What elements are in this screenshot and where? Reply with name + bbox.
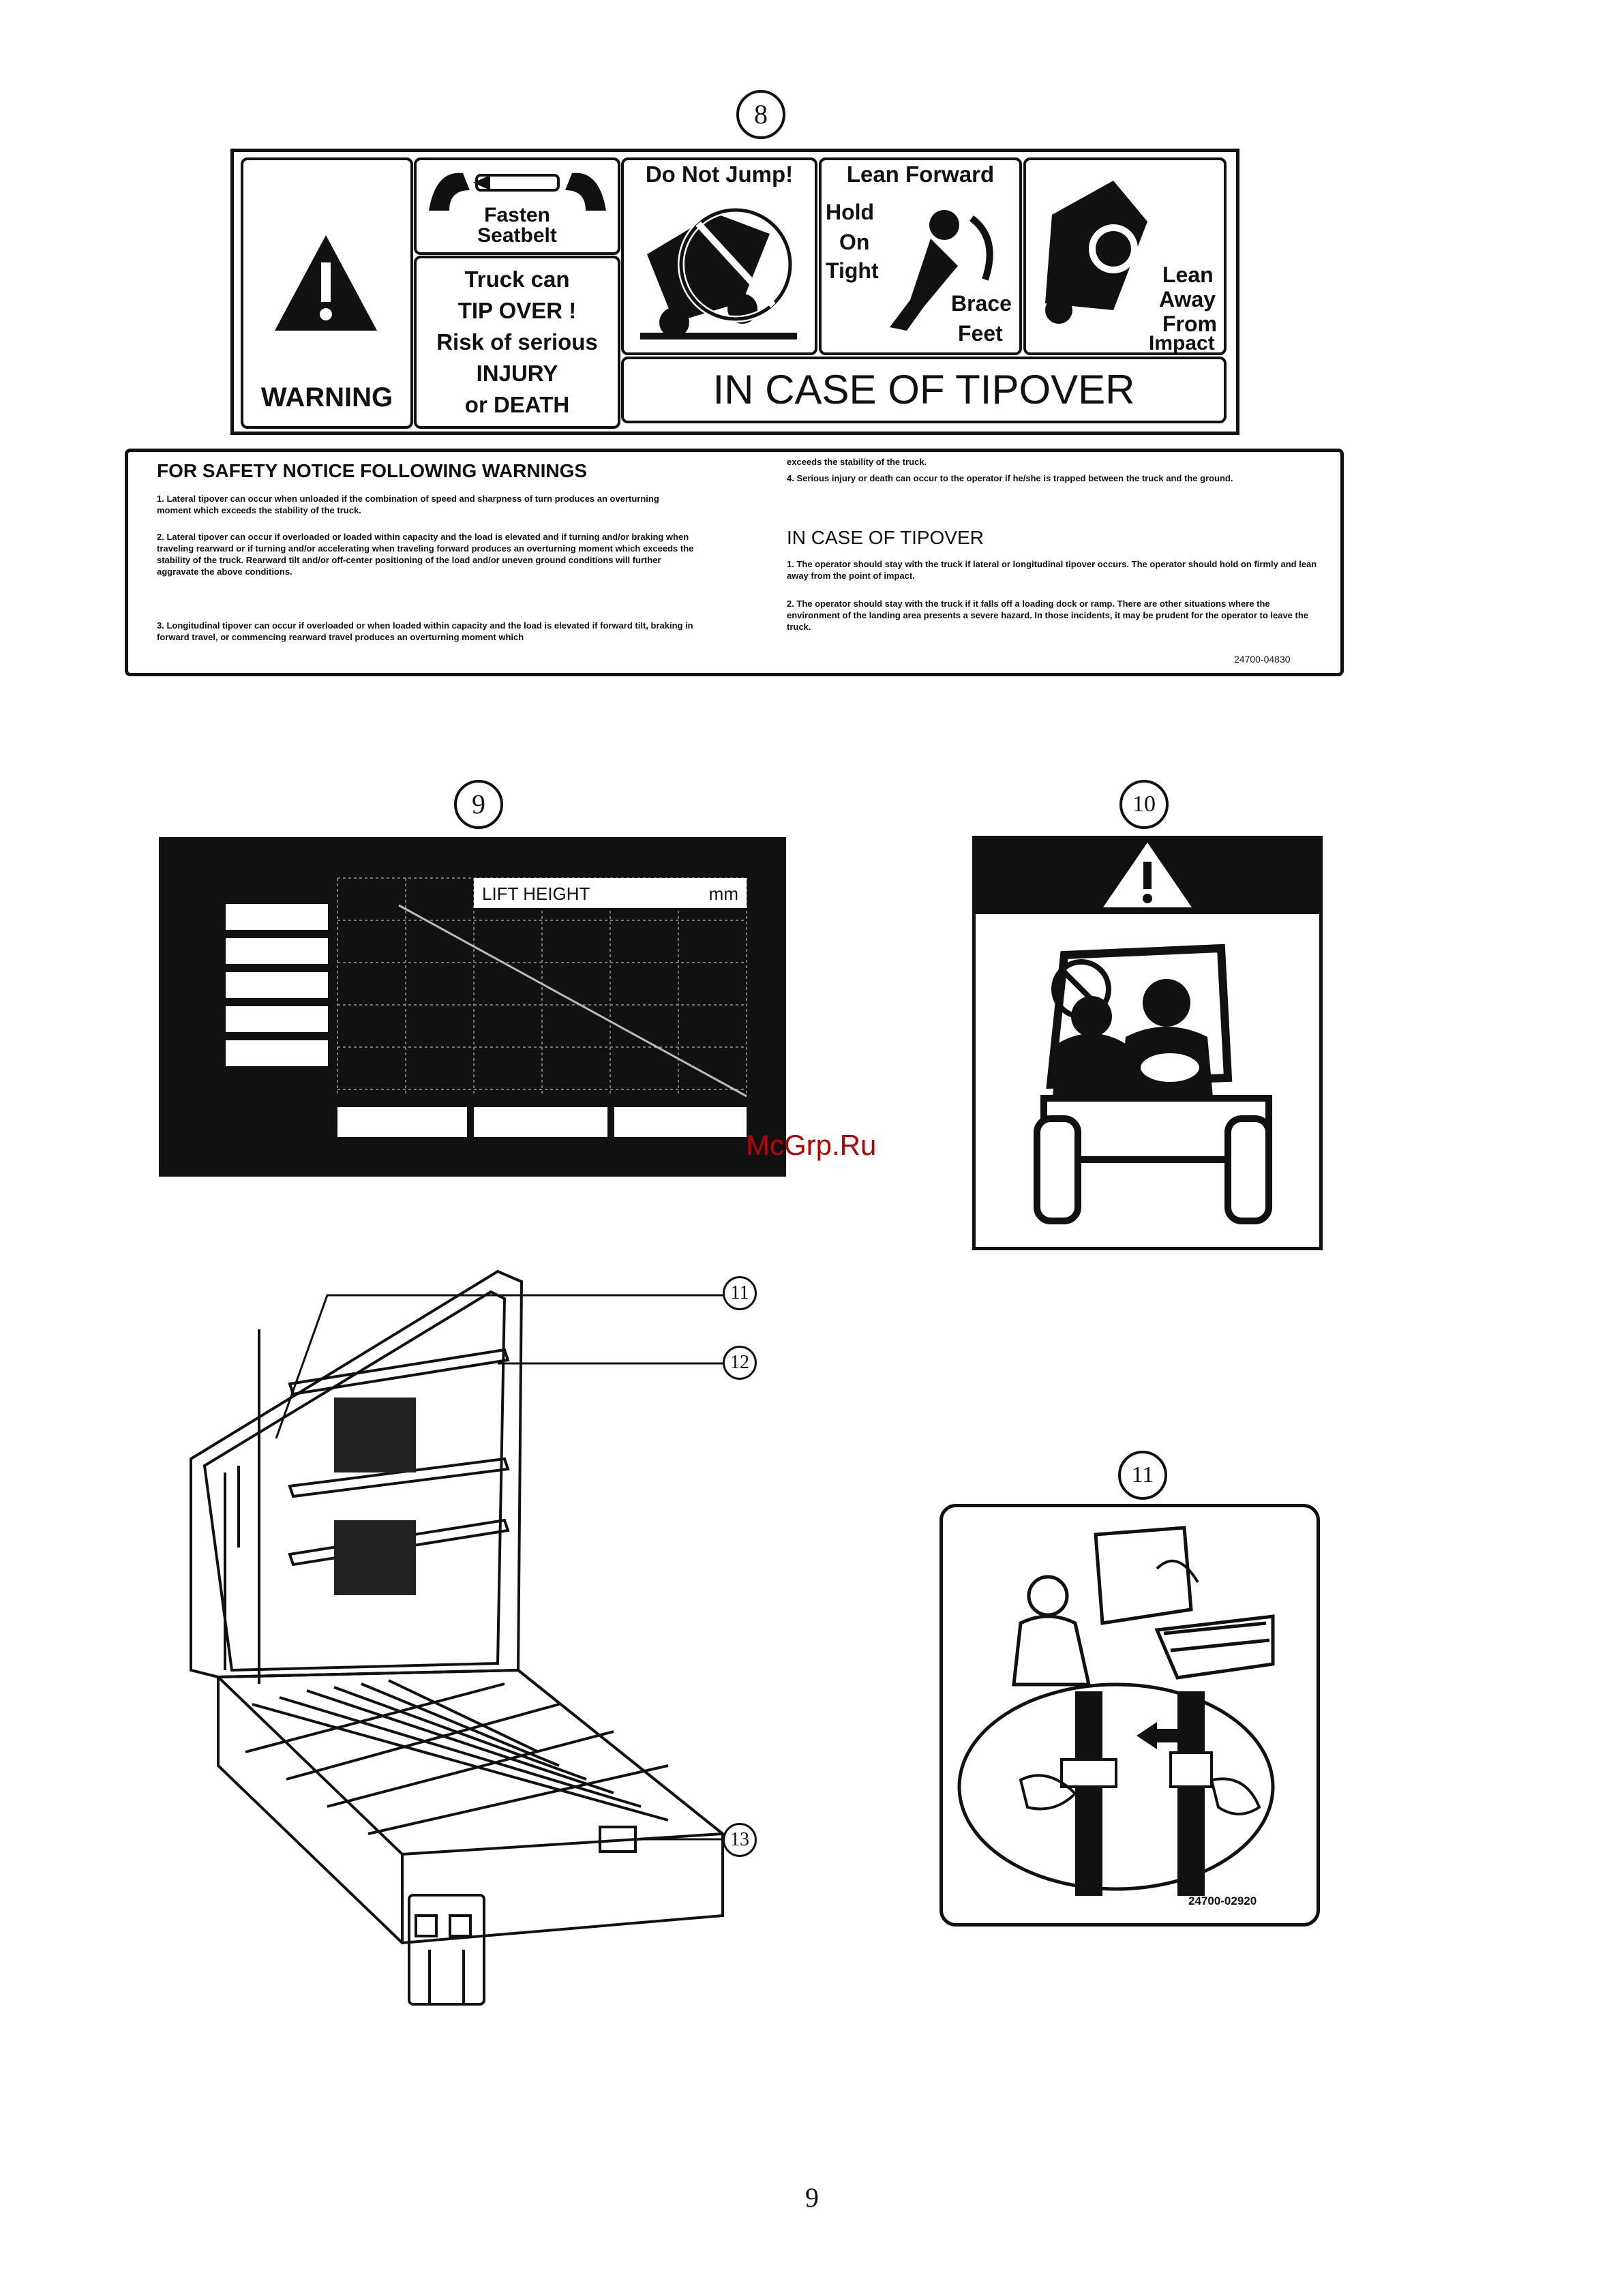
tip-over-box: Truck can TIP OVER ! Risk of serious INJ… (414, 256, 620, 429)
label-8-panel: WARNING Fasten Seatbelt Truck can TIP OV… (230, 149, 1239, 435)
safety-item-4: 4. Serious injury or death can occur to … (787, 473, 1233, 483)
load-box-5 (226, 1040, 328, 1066)
safety-item-3: 3. Longitudinal tipover can occur if ove… (157, 620, 693, 642)
safety-item-2: 2. Lateral tipover can occur if overload… (157, 532, 694, 577)
tight-text: Tight (826, 258, 879, 283)
operator-stay-in-truck-icon (1034, 943, 1272, 1224)
tip-line-1: Truck can (464, 267, 570, 292)
bottom-box-1 (337, 1107, 467, 1137)
from-text: From (1162, 312, 1217, 336)
battery-connector-instruction-icon (957, 1526, 1275, 1896)
tip-line-5: or DEATH (464, 392, 570, 417)
load-box-3 (226, 972, 328, 998)
on-text: On (839, 230, 870, 254)
label-11-panel: 24700-02920 (939, 1504, 1320, 1927)
safety-item-1: 1. Lateral tipover can occur when unload… (157, 494, 659, 515)
label-11-part-number: 24700-02920 (1188, 1894, 1257, 1907)
warning-title: WARNING (260, 382, 393, 412)
impact-text: Impact (1149, 332, 1215, 354)
battery-compartment-drawing (190, 1269, 727, 2006)
feet-text: Feet (958, 321, 1003, 346)
fasten-seatbelt-box: Fasten Seatbelt (414, 157, 620, 255)
lean-forward-box: Lean Forward Hold On Tight Brace Feet (819, 157, 1022, 355)
lift-height-header: LIFT HEIGHT mm (474, 878, 747, 908)
label-number-8: 8 (736, 90, 785, 139)
bottom-box-3 (614, 1107, 747, 1137)
lean-away-icon (1045, 181, 1147, 324)
label-10-panel (972, 836, 1323, 1250)
page-number: 9 (805, 2182, 819, 2213)
label-9-load-chart: LIFT HEIGHT mm (159, 837, 786, 1177)
load-box-2 (226, 938, 328, 964)
label-10-header (976, 839, 1319, 914)
bottom-box-2 (474, 1107, 607, 1137)
load-chart-grid (337, 877, 747, 1098)
safety-notice-heading: FOR SAFETY NOTICE FOLLOWING WARNINGS (157, 460, 588, 481)
label-number-9: 9 (454, 780, 503, 829)
callout-13: 13 (723, 1823, 757, 1857)
seatbelt-icon (429, 172, 606, 211)
safety-notice-panel: FOR SAFETY NOTICE FOLLOWING WARNINGS 1. … (125, 449, 1344, 676)
hold-text: Hold (826, 200, 875, 224)
lean-away-box: Lean Away From Impact (1023, 157, 1227, 355)
load-box-1 (226, 904, 328, 930)
brace-figure-icon (890, 210, 993, 331)
watermark: McGrp.Ru (746, 1129, 877, 1161)
label-number-11: 11 (1118, 1451, 1167, 1500)
callout-12: 12 (723, 1346, 757, 1380)
callout-11: 11 (723, 1276, 757, 1310)
fasten-text: Fasten (484, 204, 550, 226)
away-text: Away (1159, 287, 1216, 312)
safety-part-number: 24700-04830 (1234, 654, 1291, 665)
lean-forward-text: Lean Forward (846, 162, 995, 187)
in-case-text: IN CASE OF TIPOVER (712, 367, 1135, 412)
brace-text: Brace (951, 291, 1012, 316)
lift-height-label: LIFT HEIGHT (482, 883, 590, 904)
warning-triangle-icon (275, 235, 377, 331)
lift-height-unit: mm (708, 883, 738, 904)
load-box-4 (226, 1006, 328, 1032)
label-number-10: 10 (1119, 780, 1169, 829)
warning-triangle-icon (1103, 843, 1192, 907)
tip-line-2: TIP OVER ! (457, 298, 577, 323)
do-not-jump-icon (640, 207, 797, 339)
in-case-banner: IN CASE OF TIPOVER (621, 357, 1227, 423)
tip-line-3: Risk of serious (436, 329, 598, 354)
lean-text: Lean (1162, 262, 1214, 287)
safety-item-3-cont: exceeds the stability of the truck. (787, 457, 927, 467)
warning-box: WARNING (241, 157, 413, 429)
tip-line-4: INJURY (476, 361, 558, 386)
tipover-item-1: 1. The operator should stay with the tru… (787, 559, 1317, 581)
seatbelt-text: Seatbelt (477, 224, 557, 247)
do-not-jump-box: Do Not Jump! (621, 157, 817, 355)
do-not-jump-text: Do Not Jump! (645, 162, 794, 187)
tipover-heading: IN CASE OF TIPOVER (787, 527, 984, 548)
tipover-item-2: 2. The operator should stay with the tru… (787, 599, 1309, 632)
